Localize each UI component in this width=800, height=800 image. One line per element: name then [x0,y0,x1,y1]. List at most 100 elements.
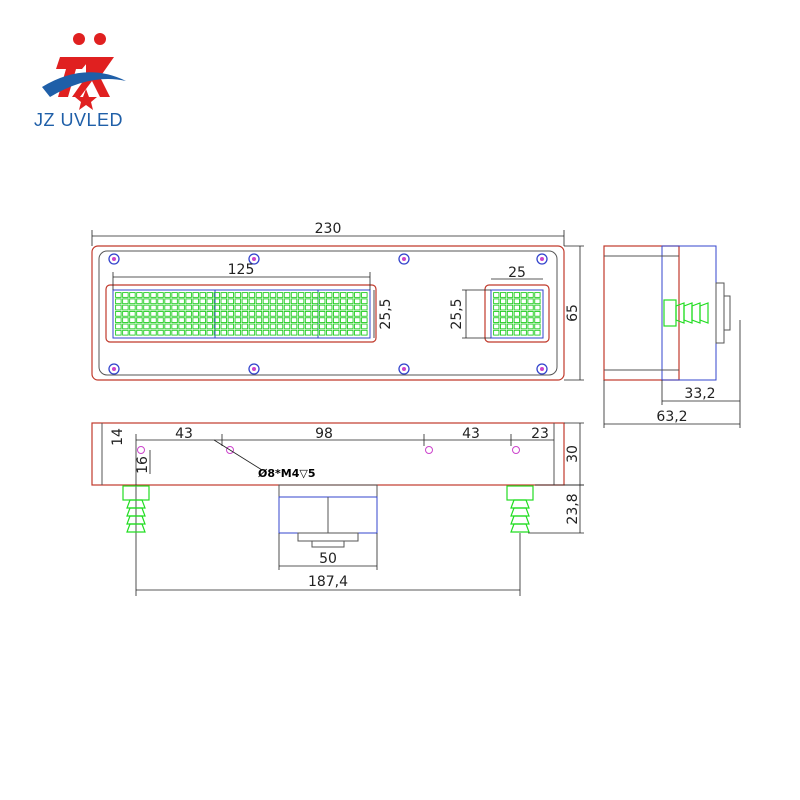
led-cell [241,317,249,323]
led-cell [122,298,129,305]
hole-spec-note: Ø8*M4▽5 [258,467,315,480]
led-cell [276,317,284,323]
led-cell [333,311,340,317]
led-cell [157,323,164,330]
led-cell [527,304,534,311]
led-cell [143,298,150,305]
led-cell [304,292,312,298]
led-cell [534,304,541,311]
led-cell [143,317,150,323]
led-cell [206,329,213,336]
led-cell [199,323,206,330]
led-cell [290,323,298,330]
led-cell [115,317,122,323]
led-cell [262,311,270,317]
led-cell [206,323,213,330]
led-cell [283,292,291,298]
led-cell [311,298,319,305]
led-cell [276,292,284,298]
screw-center [540,367,544,371]
led-cell [129,329,136,336]
led-cell [234,292,242,298]
led-cell [333,298,340,305]
led-cell [354,323,361,330]
led-cell [164,323,171,330]
led-cell [513,304,520,311]
led-cell [311,329,319,336]
led-cell [199,298,206,305]
led-cell [311,311,319,317]
led-cell [506,298,514,305]
led-cell [297,329,305,336]
led-cell [178,292,185,298]
led-cell [213,323,220,330]
dim-side-depth-total: 63,2 [656,409,687,425]
led-cell [325,329,333,336]
led-cell [150,298,157,305]
dim-overall-height: 65 [565,304,581,322]
led-cell [220,323,228,330]
led-cell [520,317,527,323]
led-cell [347,317,354,323]
led-cell [227,292,235,298]
led-cell [136,292,143,298]
led-cell [333,317,340,323]
led-cell [129,292,136,298]
led-cell [311,304,319,311]
led-cell [318,298,326,305]
led-cell [199,317,206,323]
screw-head [536,253,548,265]
led-cell [262,292,270,298]
led-cell [115,298,122,305]
led-cell [136,304,143,311]
led-cell [157,311,164,317]
dim-hole-offset-top: 14 [110,428,126,446]
dim-array-length: 125 [228,262,255,278]
led-cell [241,323,249,330]
led-cell [199,311,206,317]
dim-fitting-spacing: 187,4 [308,574,348,590]
led-cell [506,304,514,311]
led-cell [185,323,192,330]
led-cell [213,298,220,305]
led-cell [185,329,192,336]
top-view-housing [91,245,565,381]
led-cell [340,298,347,305]
led-cell [513,311,520,317]
led-cell [493,329,500,336]
dim-hole-spacing-3: 43 [462,426,480,442]
led-cell [171,323,178,330]
led-cell [347,304,354,311]
front-connector-plug [311,540,345,548]
led-cell [361,329,368,336]
led-cell [361,304,368,311]
led-cell [220,298,228,305]
led-cell [283,329,291,336]
led-cell [276,298,284,305]
led-cell [178,323,185,330]
top-view-window-frame [98,250,558,376]
led-cell [206,311,213,317]
led-cell [500,329,507,336]
led-cell [318,323,326,330]
brand-name: JZ UVLED [34,110,124,130]
led-cell [340,304,347,311]
led-cell [185,304,192,311]
led-cell [136,329,143,336]
led-cell [157,292,164,298]
led-cell [500,311,507,317]
led-cell [178,304,185,311]
led-cell [297,317,305,323]
dim-side-depth-inner: 33,2 [684,386,715,402]
side-fitting-barb [675,302,685,324]
front-view: 43 98 43 23 14 16 Ø8*M4▽5 30 50 [91,422,584,596]
led-cell [248,323,256,330]
led-cell [248,292,256,298]
side-view-connector [715,282,725,344]
screw-center [402,367,406,371]
led-cell [122,311,129,317]
led-cell [143,329,150,336]
led-cell [290,329,298,336]
jz-uvled-logo [42,33,126,110]
led-cell [290,304,298,311]
